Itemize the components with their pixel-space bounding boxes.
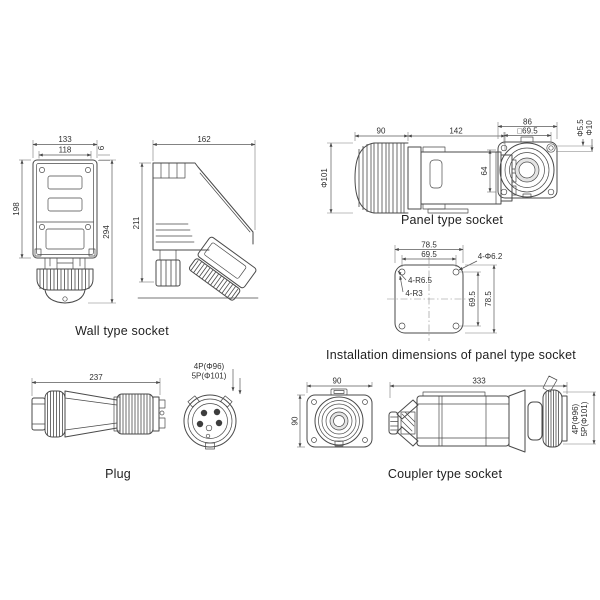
label-plug-5p: 5P(Φ101) xyxy=(192,372,227,381)
panel-socket-side-dimensions: 90 142 Φ101 xyxy=(320,127,506,214)
dim-wall-width: 133 xyxy=(58,135,72,144)
dim-install-outer-width: 78.5 xyxy=(421,241,437,250)
dim-panel-cap-width: 90 xyxy=(377,127,386,136)
coupler-side-view xyxy=(388,375,568,453)
dim-coupler-width: 90 xyxy=(333,377,342,386)
plug-front-view xyxy=(183,394,237,450)
dim-wall-inner-width: 118 xyxy=(59,146,72,155)
caption-plug: Plug xyxy=(105,467,131,481)
dim-panel-flange-height: 64 xyxy=(480,166,489,175)
plug-front-dimensions: 4P(Φ96) 5P(Φ101) xyxy=(192,362,242,395)
plug-side-view xyxy=(31,390,166,438)
wall-socket-side-view xyxy=(137,162,259,301)
plug-drawing: 237 4P(Φ96) 5P(Φ101) xyxy=(31,362,242,450)
panel-socket-front-dimensions: 86 □69.5 Φ5.5 Φ10 64 xyxy=(480,118,594,193)
caption-wall-socket: Wall type socket xyxy=(75,324,169,338)
callout-install-corner-radius: 4-R6.5 xyxy=(408,276,433,285)
label-coupler-4p: 4P(Φ96) xyxy=(571,403,580,434)
wall-socket-drawing: 133 118 6 198 294 xyxy=(12,135,259,304)
dim-panel-mount-square: □69.5 xyxy=(517,127,538,136)
wall-socket-side-dimensions: 162 211 xyxy=(132,135,256,283)
dim-coupler-length: 333 xyxy=(472,377,486,386)
install-dimensions: 78.5 69.5 4-Φ6.2 4-R6.5 4-R3 69.5 78.5 xyxy=(394,241,503,334)
wall-socket-front-view xyxy=(32,159,98,304)
dim-wall-side-height: 211 xyxy=(132,216,141,229)
caption-coupler: Coupler type socket xyxy=(387,467,503,481)
dim-wall-offset: 6 xyxy=(97,145,106,150)
plug-side-dimensions: 237 xyxy=(31,373,161,396)
dim-panel-counterbore: Φ10 xyxy=(585,120,594,136)
label-plug-4p: 4P(Φ96) xyxy=(194,362,225,371)
coupler-front-view xyxy=(306,388,373,448)
panel-socket-drawing: 90 142 Φ101 86 □69.5 Φ5.5 Φ10 xyxy=(320,118,594,214)
dim-panel-diameter: Φ101 xyxy=(320,168,329,188)
wall-socket-front-dimensions: 133 118 6 198 294 xyxy=(12,135,116,304)
dim-plug-length: 237 xyxy=(89,373,103,382)
dim-install-hole-spacing-h: 69.5 xyxy=(421,250,437,259)
callout-install-inner-radius: 4-R3 xyxy=(405,289,423,298)
caption-panel-install: Installation dimensions of panel type so… xyxy=(326,348,576,362)
wall-socket-angled-outlet xyxy=(188,236,257,301)
dim-install-outer-height: 78.5 xyxy=(484,291,493,307)
dim-install-hole-spacing-v: 69.5 xyxy=(468,291,477,307)
coupler-side-dimensions: 333 4P(Φ96) 5P(Φ101) xyxy=(389,377,596,445)
dim-panel-hole-diameter: Φ5.5 xyxy=(576,119,585,137)
panel-install-drawing: 78.5 69.5 4-Φ6.2 4-R6.5 4-R3 69.5 78.5 xyxy=(387,241,503,341)
dim-coupler-height: 90 xyxy=(291,416,300,425)
coupler-front-dimensions: 90 90 xyxy=(291,377,373,448)
dim-wall-overall-height: 294 xyxy=(102,225,111,239)
dim-wall-side-depth: 162 xyxy=(197,135,211,144)
coupler-drawing: 90 90 333 4P(Φ96) 5P(Φ101) xyxy=(291,375,596,453)
callout-install-holes: 4-Φ6.2 xyxy=(478,252,503,261)
caption-panel-socket: Panel type socket xyxy=(400,213,504,227)
dim-panel-body-length: 142 xyxy=(449,127,463,136)
dim-panel-flange-width: 86 xyxy=(523,118,532,127)
panel-socket-front-view xyxy=(497,136,558,199)
panel-socket-side-view xyxy=(354,142,517,214)
install-plate xyxy=(387,257,471,341)
dim-wall-body-height: 198 xyxy=(12,202,21,216)
label-coupler-5p: 5P(Φ101) xyxy=(580,401,589,436)
